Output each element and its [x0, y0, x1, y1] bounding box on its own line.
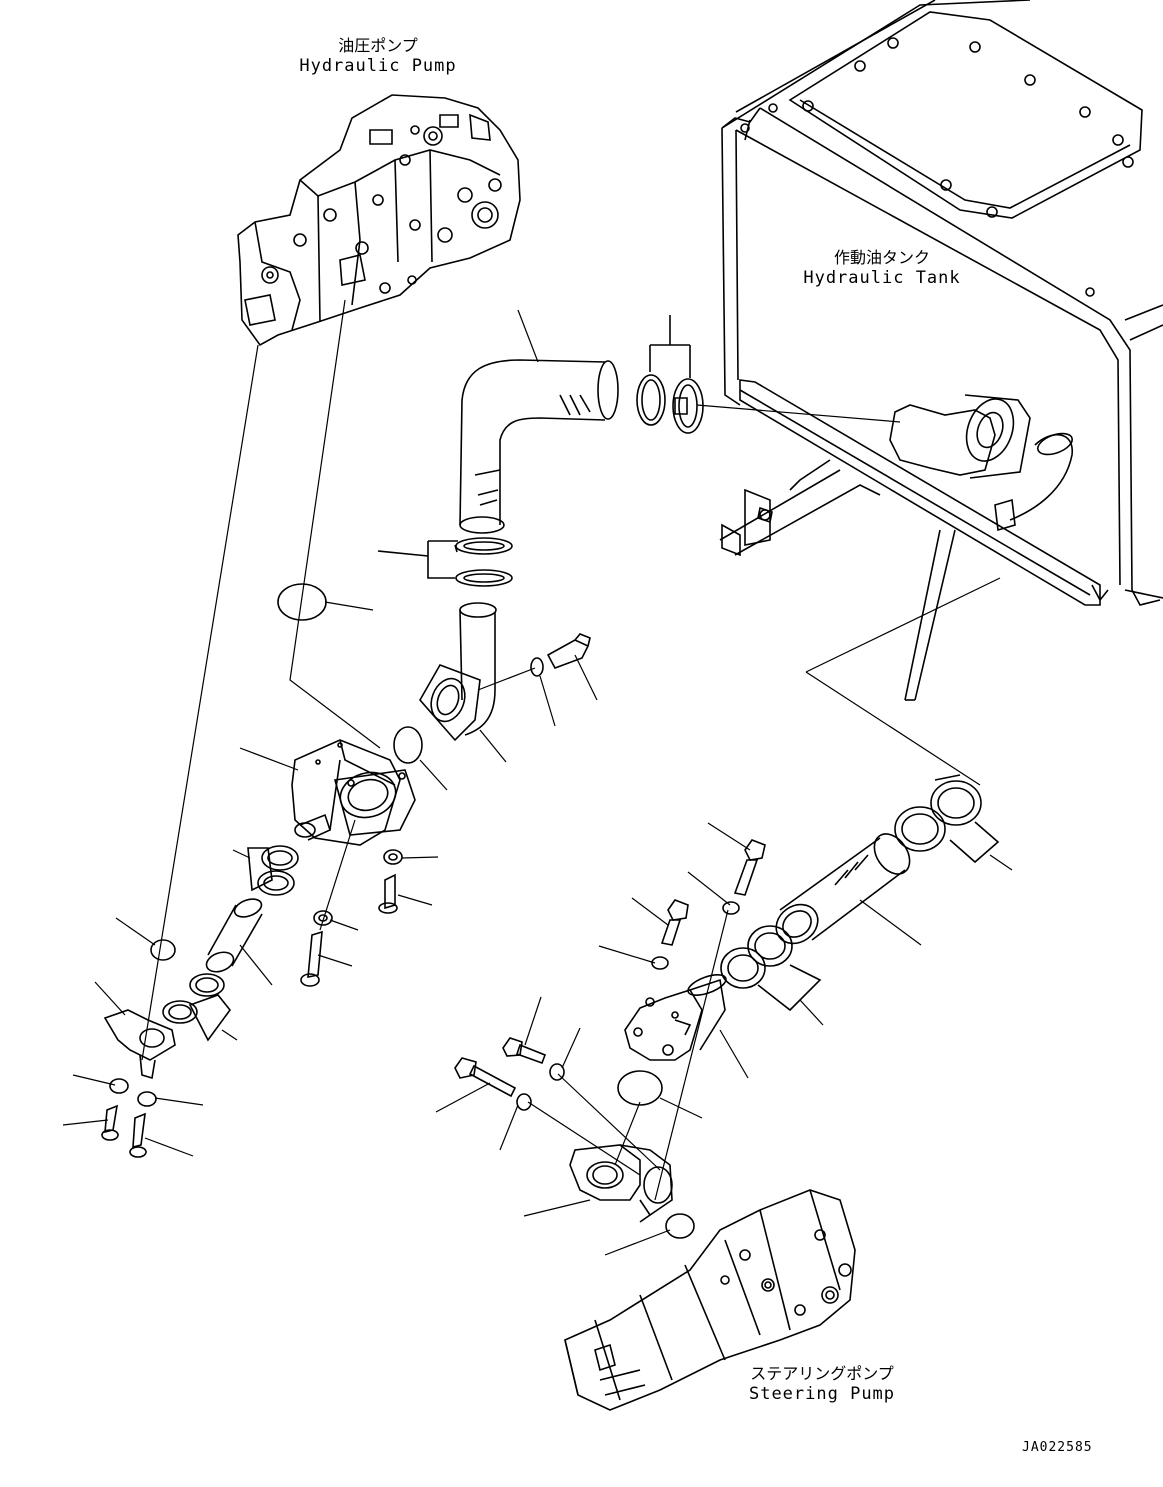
steering-pump-drawing [565, 1190, 855, 1410]
leader-lines [63, 300, 1012, 1255]
hydraulic-pump-drawing [238, 95, 520, 345]
drawing-number: JA022585 [1022, 1440, 1093, 1455]
flange-elbow-lower [570, 1145, 672, 1222]
manifold-block-left [292, 740, 415, 845]
hydraulic-tank-label-en: Hydraulic Tank [803, 268, 961, 288]
steering-pump-label-jp: ステアリングポンプ [750, 1364, 894, 1383]
hose-clamps-left [163, 846, 298, 1040]
manifold-block-right [625, 971, 729, 1060]
straight-hose-right [721, 775, 998, 1010]
flange-elbow [420, 603, 496, 740]
hydraulic-tank-label: 作動油タンク Hydraulic Tank [782, 248, 982, 288]
hydraulic-tank-drawing [720, 0, 1163, 700]
hydraulic-pump-label-jp: 油圧ポンプ [338, 36, 418, 55]
hydraulic-tank-label-jp: 作動油タンク [833, 248, 930, 267]
bolt-washer-group-2 [301, 850, 402, 986]
bolt-washer-group-3 [455, 840, 765, 1110]
elbow-hose [460, 360, 618, 533]
steering-pump-label: ステアリングポンプ Steering Pump [722, 1364, 922, 1404]
short-hose-left [204, 896, 264, 976]
bolt-washer-group-1 [531, 634, 590, 676]
steering-pump-label-en: Steering Pump [748, 1384, 896, 1404]
small-flange-left [102, 1010, 175, 1157]
hydraulic-pump-label-en: Hydraulic Pump [299, 56, 457, 76]
hose-clamps-mid [378, 538, 512, 586]
hose-clamps-top [637, 315, 703, 433]
hydraulic-pump-label: 油圧ポンプ Hydraulic Pump [288, 36, 468, 76]
